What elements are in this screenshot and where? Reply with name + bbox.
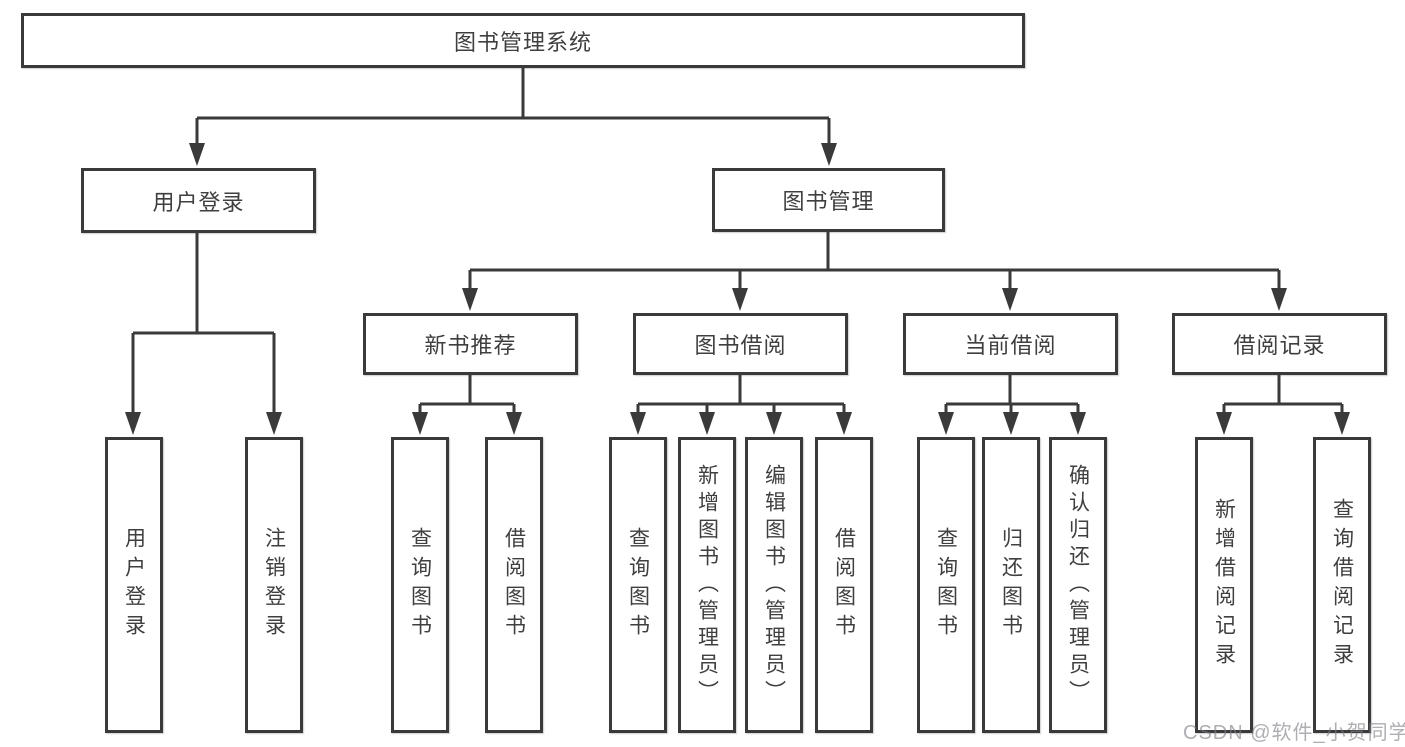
node-query-books-recommend-label: 查询图书 (408, 527, 432, 643)
node-borrow-books-leaf: 借阅图书 (815, 437, 873, 733)
csdn-watermark: CSDN @软件_小贺同学 (1183, 722, 1405, 744)
node-borrow-records: 借阅记录 (1172, 313, 1387, 375)
node-new-book-recommend-label: 新书推荐 (424, 333, 517, 358)
node-confirm-return-admin: 确认归还（管理员） (1049, 437, 1107, 733)
node-book-management: 图书管理 (712, 168, 945, 232)
node-borrow-books-recommend-label: 借阅图书 (502, 527, 526, 643)
node-book-borrow: 图书借阅 (633, 313, 848, 375)
node-return-book-label: 归还图书 (999, 527, 1023, 643)
node-add-borrow-record: 新增借阅记录 (1195, 437, 1253, 733)
node-add-book-admin: 新增图书（管理员） (678, 437, 736, 733)
node-root-label: 图书管理系统 (453, 29, 592, 55)
node-confirm-return-admin-label: 确认归还（管理员） (1066, 463, 1090, 707)
node-add-borrow-record-label: 新增借阅记录 (1212, 498, 1236, 672)
node-logout-leaf-label: 注销登录 (262, 527, 286, 643)
node-return-book: 归还图书 (982, 437, 1040, 733)
node-edit-book-admin: 编辑图书（管理员） (745, 437, 803, 733)
node-borrow-records-label: 借阅记录 (1233, 333, 1326, 358)
node-borrow-books-recommend: 借阅图书 (485, 437, 543, 733)
node-edit-book-admin-label: 编辑图书（管理员） (762, 463, 786, 707)
node-borrow-books-leaf-label: 借阅图书 (832, 527, 856, 643)
node-login-leaf: 用户登录 (105, 437, 163, 733)
node-query-books-current: 查询图书 (917, 437, 975, 733)
node-query-borrow-record: 查询借阅记录 (1313, 437, 1371, 733)
node-login-leaf-label: 用户登录 (122, 527, 146, 643)
node-current-borrow-label: 当前借阅 (964, 333, 1057, 358)
node-query-books-current-label: 查询图书 (934, 527, 958, 643)
node-new-book-recommend: 新书推荐 (363, 313, 578, 375)
node-query-books-borrow: 查询图书 (609, 437, 667, 733)
node-query-borrow-record-label: 查询借阅记录 (1330, 498, 1354, 672)
node-root: 图书管理系统 (21, 13, 1025, 68)
node-logout-leaf: 注销登录 (245, 437, 303, 733)
node-add-book-admin-label: 新增图书（管理员） (695, 463, 719, 707)
node-user-login-label: 用户登录 (152, 189, 245, 215)
node-current-borrow: 当前借阅 (903, 313, 1118, 375)
node-user-login: 用户登录 (81, 168, 316, 233)
node-query-books-recommend: 查询图书 (391, 437, 449, 733)
node-query-books-borrow-label: 查询图书 (626, 527, 650, 643)
node-book-borrow-label: 图书借阅 (694, 333, 787, 358)
node-book-management-label: 图书管理 (782, 189, 875, 214)
